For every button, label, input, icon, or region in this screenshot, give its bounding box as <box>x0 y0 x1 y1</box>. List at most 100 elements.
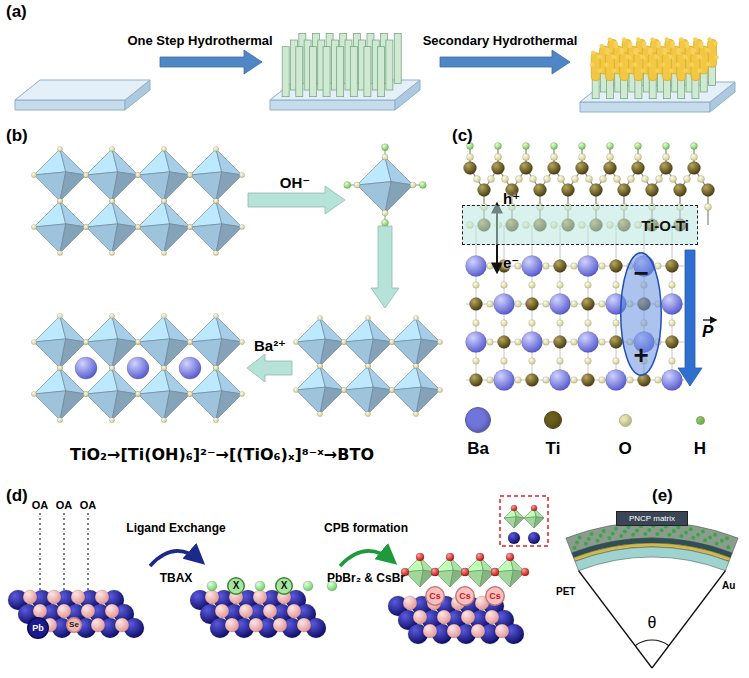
shell-particle <box>656 44 660 48</box>
barium-atom <box>578 332 599 353</box>
oxygen-atom <box>413 363 418 368</box>
titanium-atom <box>562 184 575 197</box>
panel-b <box>31 144 442 423</box>
selenium-atom <box>33 604 47 618</box>
octahedron-face <box>216 172 242 201</box>
node-shape <box>67 618 82 633</box>
octahedron-face <box>368 339 392 366</box>
oxygen-atom <box>341 339 346 344</box>
layer-label-box: PNCP matrix <box>616 511 688 526</box>
legend-text: H <box>694 440 706 457</box>
barium-atom <box>662 294 683 315</box>
selenium-atom <box>23 590 37 604</box>
nanocrystal-dot <box>696 533 700 537</box>
shell-particle <box>698 68 702 72</box>
nanocrystal-dot <box>602 529 606 533</box>
octahedron-face <box>216 368 242 394</box>
node-text: Cs <box>489 592 501 601</box>
octahedron <box>392 318 440 366</box>
oxygen-atom <box>389 339 394 344</box>
oxygen-atom <box>57 417 62 422</box>
substrate-front <box>15 100 125 110</box>
shell-particle <box>669 68 673 72</box>
oxygen-atom <box>382 210 388 216</box>
legend-swatch <box>696 416 705 425</box>
shell-particle <box>671 44 675 48</box>
panel-c <box>464 143 717 391</box>
oxygen-atom <box>213 198 218 203</box>
shell-particle <box>650 37 654 41</box>
oxygen-atom <box>656 176 663 183</box>
step-label: CPB formation <box>324 522 408 536</box>
oxygen-atom <box>474 176 481 183</box>
nanorod <box>309 47 316 97</box>
shell-particle <box>611 54 615 58</box>
selenium-atom-node: Se <box>66 617 82 633</box>
node-text: X <box>233 581 240 591</box>
nanocrystal-dot <box>660 528 664 532</box>
process-arrow <box>440 50 570 74</box>
bromide-atom <box>521 568 529 576</box>
bromide-atom <box>431 568 439 576</box>
nanorod <box>323 47 330 97</box>
oxygen-atom <box>161 198 166 203</box>
oxygen-atom <box>161 365 166 370</box>
hydrogen-atom <box>663 143 670 150</box>
panel-a <box>15 33 735 112</box>
octahedron-face <box>368 318 392 342</box>
nanocrystal-dot <box>691 536 695 540</box>
hydrogen-atom <box>635 143 642 150</box>
octahedron <box>138 201 190 253</box>
oxygen-atom <box>57 198 62 203</box>
vector-accent <box>703 319 716 320</box>
octahedron-face <box>514 517 524 528</box>
oxygen-atom <box>57 250 62 255</box>
selenium-atom <box>273 618 287 632</box>
titanium-atom <box>548 162 561 175</box>
shell-particle <box>604 62 608 66</box>
oxygen-atom <box>83 172 88 177</box>
panel-d <box>8 496 548 644</box>
octahedron-face <box>320 387 344 414</box>
oxygen-atom <box>585 320 592 327</box>
reagent-label: PbBr₂ & CsBr <box>327 572 405 586</box>
shell-particle <box>676 50 680 54</box>
selenium-atom <box>485 610 499 624</box>
barium-atom <box>127 357 149 379</box>
shell-particle <box>675 62 679 66</box>
hydrogen-atom <box>579 143 586 150</box>
oxygen-atom <box>341 387 346 392</box>
cesium-node: Cs <box>455 586 475 606</box>
barium-atom <box>522 332 543 353</box>
octahedron-face <box>164 172 190 201</box>
octahedron-face <box>164 149 190 175</box>
selenium-atom <box>253 590 267 604</box>
octahedron-face <box>60 149 86 175</box>
octahedron <box>86 149 138 201</box>
oxygen-atom <box>557 320 564 327</box>
nanorod <box>350 47 357 97</box>
step-label: Secondary Hydrothermal <box>423 34 578 49</box>
oxygen-atom <box>239 224 244 229</box>
hydrogen-atom <box>495 143 502 150</box>
octahedron-face <box>60 201 86 227</box>
oxygen-atom <box>579 154 586 161</box>
oxygen-atom <box>572 176 579 183</box>
octahedron-face <box>320 366 344 390</box>
titanium-atom <box>582 374 595 387</box>
titanium-atom <box>526 374 539 387</box>
titanium-atom <box>478 184 491 197</box>
selenium-atom <box>287 604 301 618</box>
oxygen-atom <box>135 339 140 344</box>
oxygen-atom <box>317 363 322 368</box>
oxygen-atom <box>213 365 218 370</box>
selenium-atom <box>447 624 461 638</box>
oxygen-atom <box>558 176 565 183</box>
oxygen-atom <box>382 154 388 160</box>
bromide-atom <box>446 553 454 561</box>
node-text: PNCP matrix <box>629 515 675 523</box>
oxygen-atom <box>698 176 705 183</box>
nanocrystal-dot <box>596 539 600 543</box>
oxygen-atom <box>83 391 88 396</box>
oxygen-atom <box>585 358 592 365</box>
